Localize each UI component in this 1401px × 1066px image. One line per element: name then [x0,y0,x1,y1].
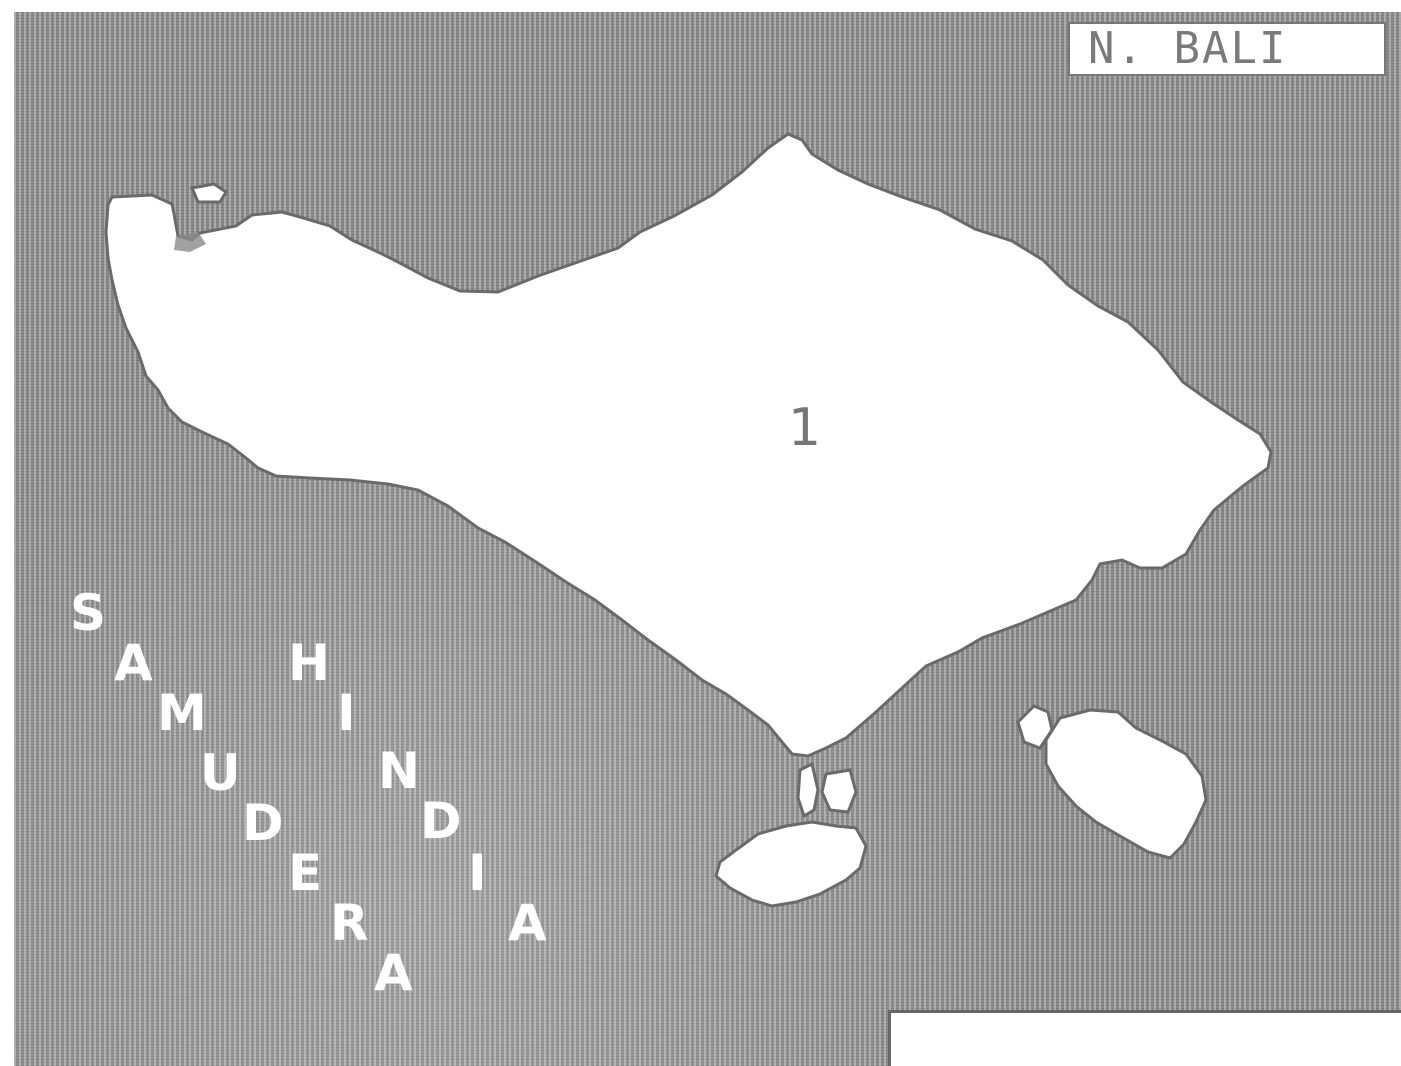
island-number-label: 1 [788,398,822,458]
sea-letter-samudera-1: S [70,584,107,642]
island-bali[interactable] [104,132,1273,758]
sea-letter-hindia-4: D [420,792,462,850]
sea-letter-samudera-3: M [157,684,207,742]
sea-letter-samudera-6: E [288,844,323,902]
sea-letter-samudera-5: D [242,794,284,852]
isthmus-east [820,768,858,814]
sea-letter-hindia-5: I [468,844,487,902]
sea-letter-hindia-1: H [288,634,330,692]
map-title-box: N. BALI [1068,22,1386,76]
island-nusa-penida[interactable] [1044,708,1208,860]
sea-letter-hindia-6: A [508,894,547,952]
blank-info-panel [888,1010,1401,1066]
map-title: N. BALI [1088,23,1288,74]
island-nusa-lembongan[interactable] [1016,704,1054,750]
sea-letter-hindia-2: I [337,684,356,742]
bukit-peninsula[interactable] [714,820,868,908]
sea-letter-samudera-2: A [114,634,153,692]
sea-letter-samudera-4: U [200,744,241,802]
sea-letter-samudera-7: R [330,894,369,952]
sea-letter-samudera-8: A [374,944,413,1002]
islet-menjangan[interactable] [189,182,229,204]
isthmus-west [796,761,820,819]
bay-nw [174,232,206,252]
sea-letter-hindia-3: N [378,742,420,800]
